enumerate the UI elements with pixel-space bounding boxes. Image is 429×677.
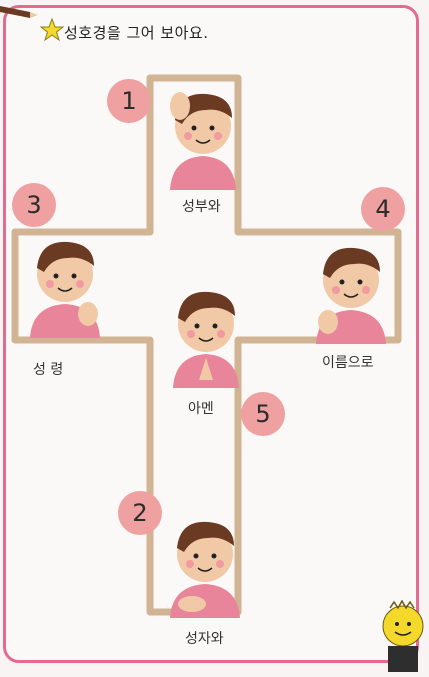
step-1-label: 성부와 (182, 199, 221, 215)
child-step-5-illustration (173, 291, 239, 388)
step-4-badge: 4 (361, 187, 405, 231)
step-3-badge: 3 (12, 183, 56, 227)
mascot-illustration (382, 600, 424, 672)
child-step-3-illustration (30, 241, 100, 338)
step-3-label: 성 령 (33, 362, 64, 378)
step-2-label: 성자와 (185, 631, 224, 647)
star-icon (40, 18, 64, 42)
pencil-icon (0, 6, 38, 18)
step-4-label: 이름으로 (322, 355, 374, 371)
child-step-4-illustration (316, 247, 386, 344)
step-5-badge: 5 (241, 392, 285, 436)
child-step-2-illustration (170, 521, 240, 618)
step-5-label: 아멘 (188, 401, 214, 417)
step-2-badge: 2 (118, 491, 162, 535)
child-step-1-illustration (170, 92, 236, 190)
page-title: 성호경을 그어 보아요. (64, 24, 209, 42)
step-1-badge: 1 (107, 79, 151, 123)
